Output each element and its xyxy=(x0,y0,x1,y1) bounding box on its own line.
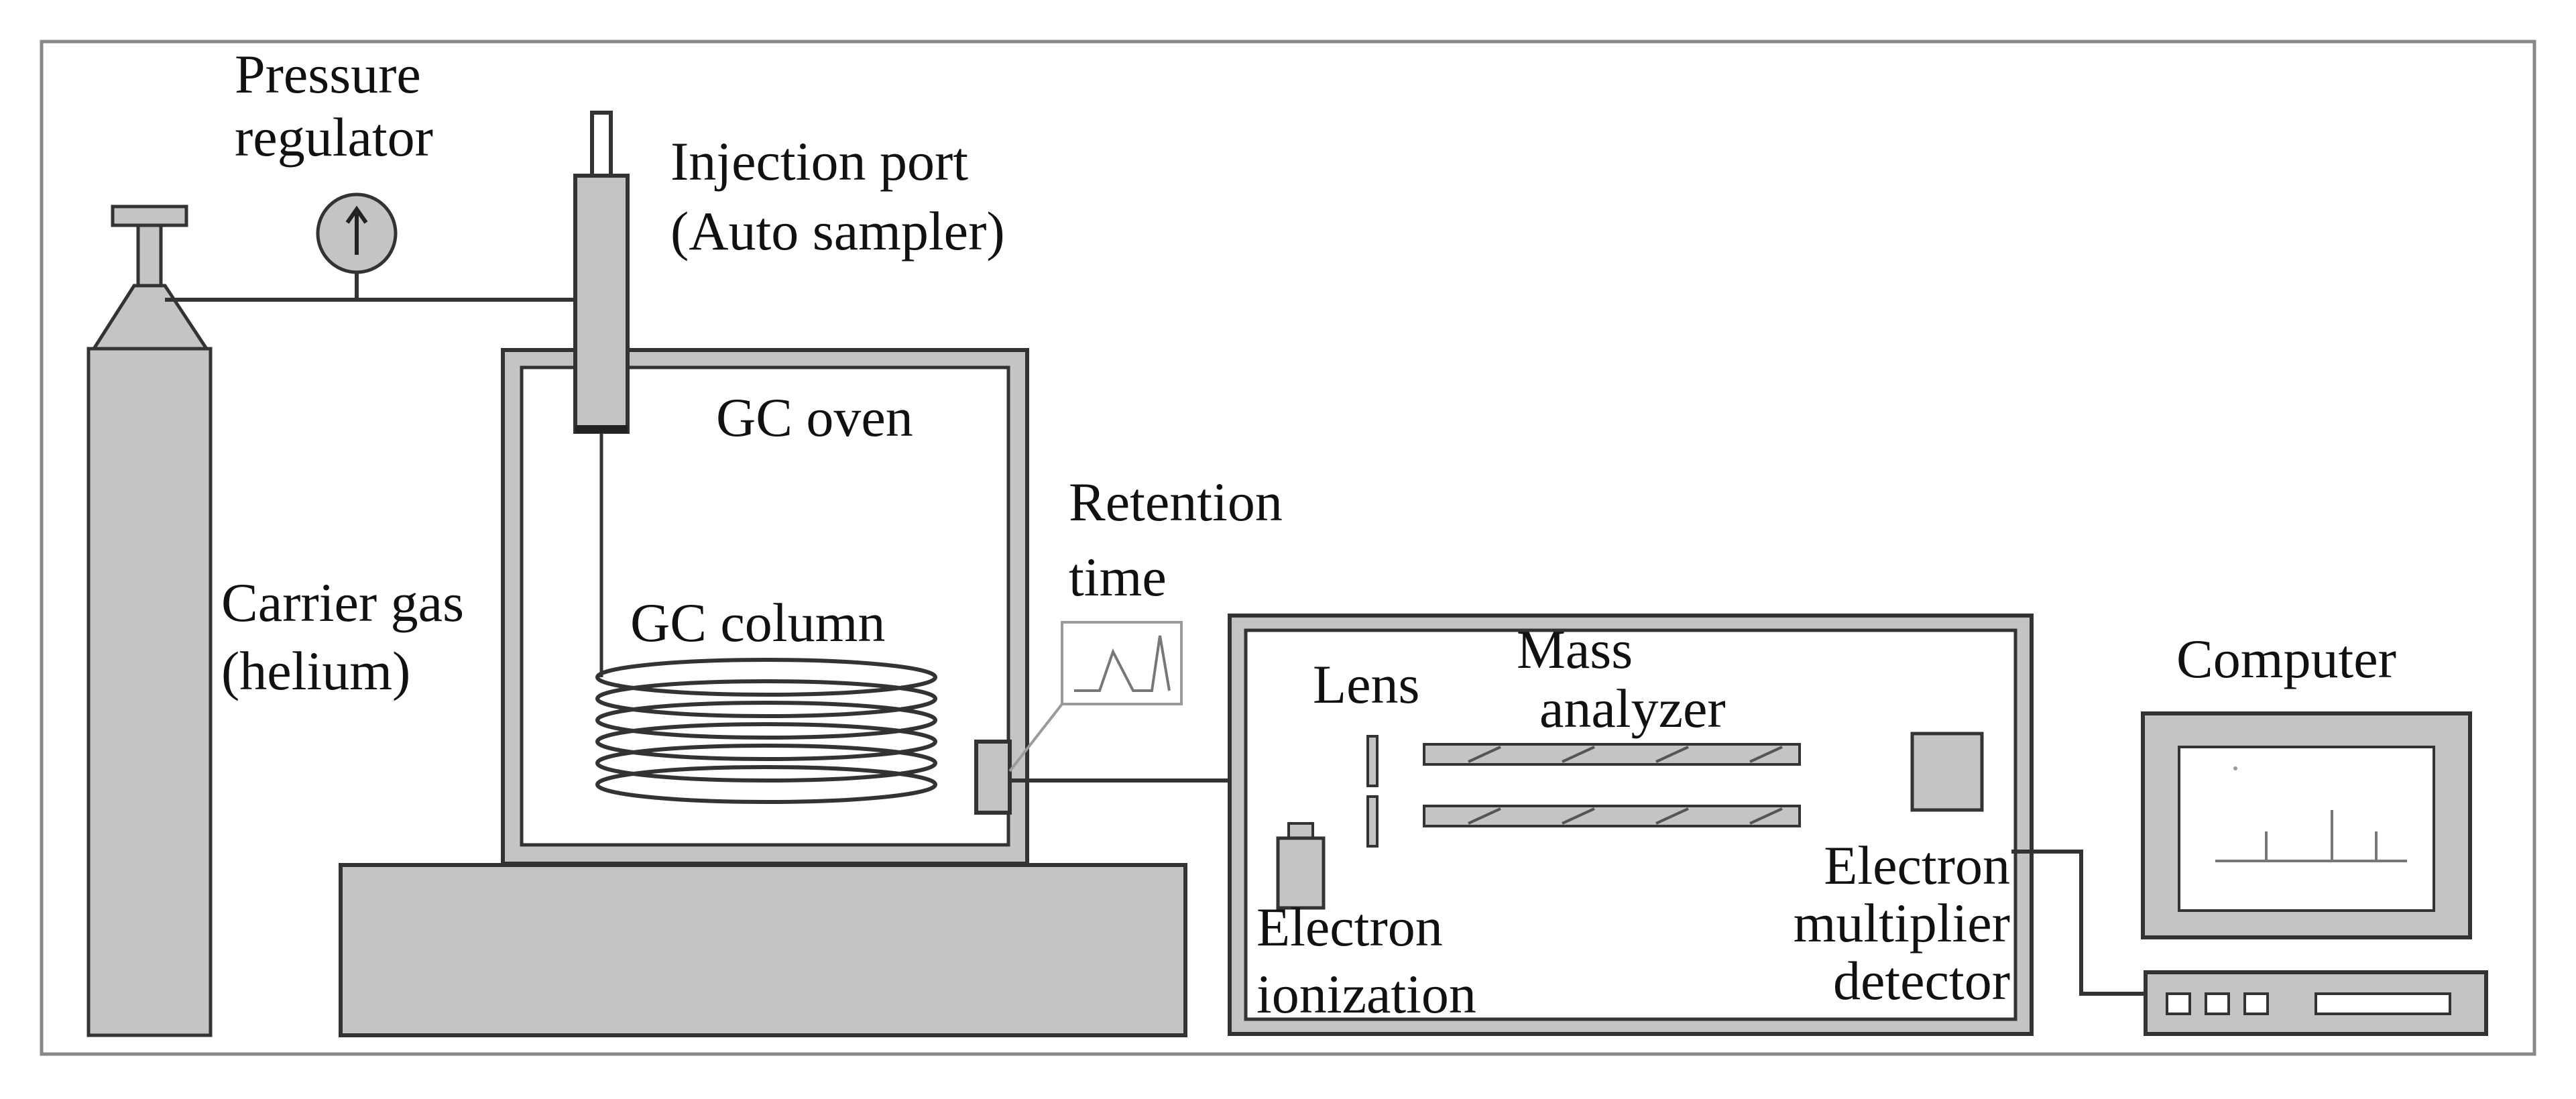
chromatogram-icon xyxy=(1008,621,1183,772)
gc-base xyxy=(339,863,1187,1037)
label-computer: Computer xyxy=(2176,628,2396,689)
label-gc-oven: GC oven xyxy=(716,387,913,448)
label-carrier-gas: Carrier gas(helium) xyxy=(221,572,464,701)
gc-column-coil xyxy=(595,658,937,804)
computer-monitor xyxy=(2141,711,2472,939)
column-outlet-connector xyxy=(974,740,1012,815)
electron-ionization-source xyxy=(1276,822,1326,910)
injection-port xyxy=(573,111,630,434)
mass-analyzer-rods xyxy=(1423,743,1801,827)
detector-cable xyxy=(2011,850,2146,996)
electron-multiplier-detector xyxy=(1910,732,1984,812)
computer-base-unit xyxy=(2144,970,2488,1036)
pressure-regulator-gauge xyxy=(316,192,398,274)
label-gc-column: GC column xyxy=(630,592,885,653)
label-lens: Lens xyxy=(1313,654,1419,715)
label-injection-port: Injection port(Auto sampler) xyxy=(670,131,1005,262)
lens xyxy=(1366,735,1379,848)
outer-frame xyxy=(40,40,2536,1056)
helium-cylinder xyxy=(86,205,213,1037)
